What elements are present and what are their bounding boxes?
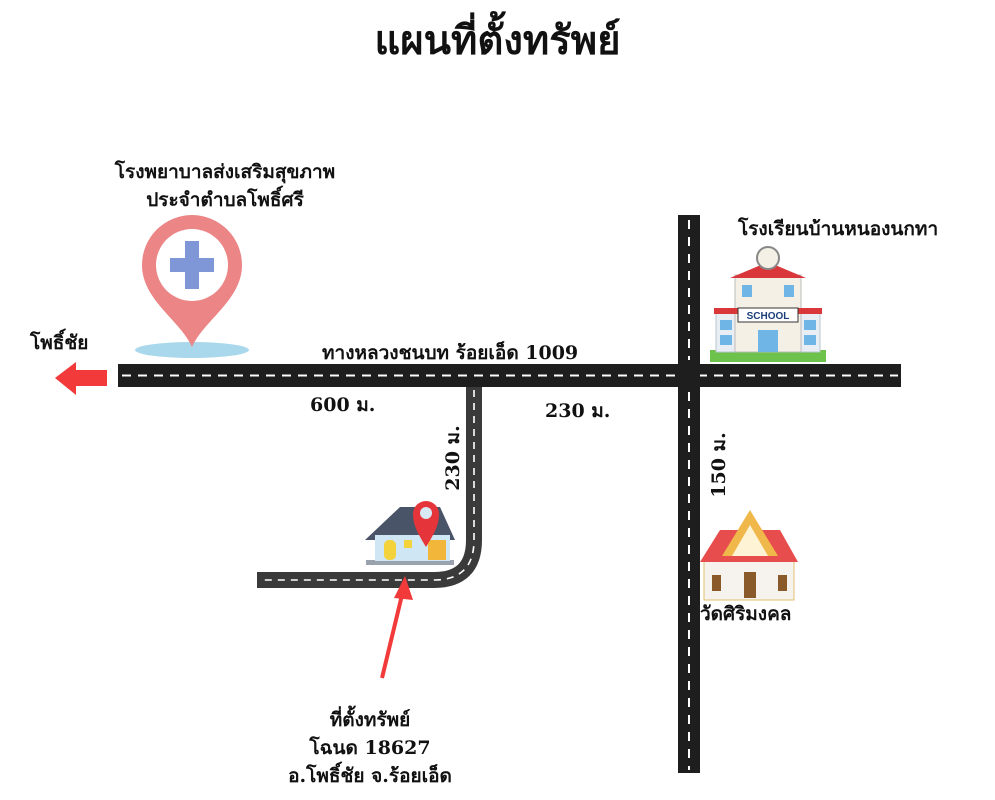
hospital-label-line2: ประจำตำบลโพธิ์ศรี: [146, 189, 304, 211]
temple-label: วัดศิริมงคล: [700, 603, 792, 625]
distance-west: 600 ม.: [310, 394, 376, 416]
direction-label: โพธิ์ชัย: [30, 332, 89, 354]
distance-south: 150 ม.: [708, 432, 730, 498]
hospital-label-line1: โรงพยาบาลส่งเสริมสุขภาพ: [114, 161, 336, 183]
hospital-label: โรงพยาบาลส่งเสริมสุขภาพ ประจำตำบลโพธิ์ศร…: [85, 158, 365, 214]
main-road: [118, 364, 901, 387]
distance-side-road: 230 ม.: [442, 425, 464, 491]
distance-east: 230 ม.: [545, 400, 611, 422]
cross-road: [678, 215, 700, 773]
main-road-label: ทางหลวงชนบท ร้อยเอ็ด 1009: [322, 342, 579, 364]
page-title: แผนที่ตั้งทรัพย์: [374, 17, 621, 64]
property-pointer-arrow: [380, 576, 413, 679]
arrow-left-icon: [55, 362, 107, 395]
property-deed-number: โฉนด 18627: [309, 737, 431, 759]
property-location: อ.โพธิ์ชัย จ.ร้อยเอ็ด: [288, 765, 452, 787]
temple-icon: [700, 510, 798, 601]
side-road: [257, 387, 482, 588]
school-label: โรงเรียนบ้านหนองนกทา: [738, 218, 939, 240]
house-icon: [365, 501, 455, 565]
hospital-pin-icon: [135, 215, 249, 358]
school-icon: SCHOOL: [710, 246, 826, 362]
school-sign: SCHOOL: [747, 311, 790, 322]
property-label: ที่ตั้งทรัพย์ โฉนด 18627 อ.โพธิ์ชัย จ.ร้…: [240, 706, 500, 790]
property-label-line1: ที่ตั้งทรัพย์: [329, 709, 411, 731]
